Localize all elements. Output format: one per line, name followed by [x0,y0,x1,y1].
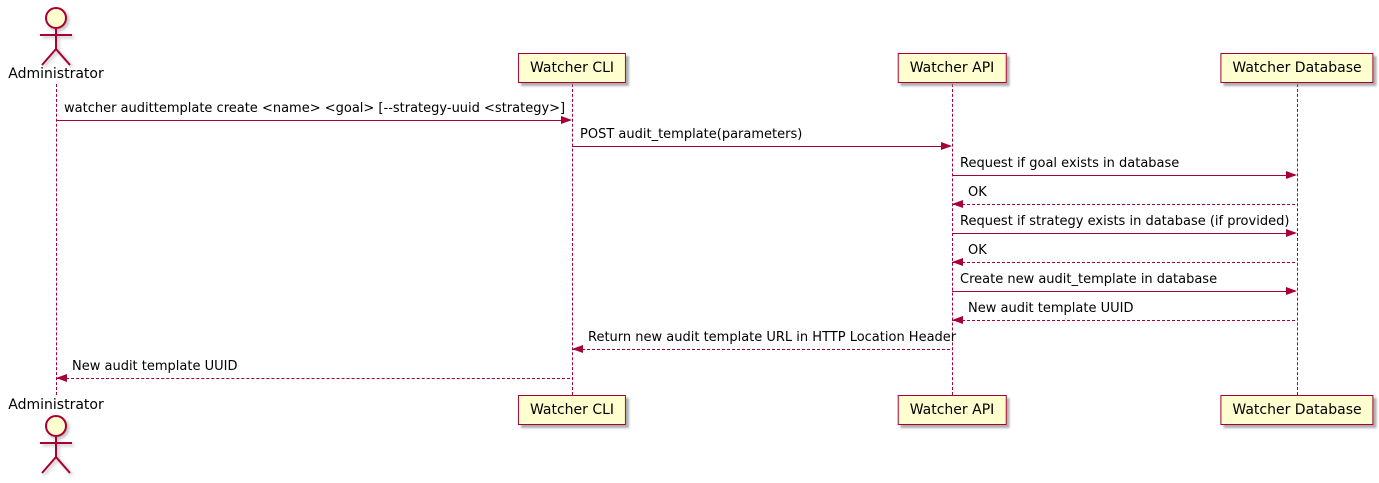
message-line-8 [952,320,1295,321]
message-line-5 [952,233,1295,234]
lifeline-administrator [56,84,57,395]
message-arrowhead-6 [952,258,963,266]
message-label-8: New audit template UUID [968,301,1134,316]
participant-box-watcher-api-bottom: Watcher API [897,395,1007,425]
lifeline-watcher-api [952,84,953,395]
message-arrowhead-9 [572,345,583,353]
message-line-3 [952,175,1295,176]
message-label-1: watcher audittemplate create <name> <goa… [64,101,566,116]
message-label-4: OK [968,185,987,200]
actor-label-bottom: Administrator [8,397,104,413]
participant-box-watcher-cli-top: Watcher CLI [517,53,627,83]
actor-label-top: Administrator [8,66,104,82]
participant-box-watcher-database-bottom: Watcher Database [1220,395,1374,425]
message-arrowhead-10 [56,374,67,382]
message-line-2 [572,146,950,147]
message-label-9: Return new audit template URL in HTTP Lo… [588,330,957,345]
lifeline-watcher-cli [572,84,573,395]
message-line-7 [952,291,1295,292]
message-arrowhead-1 [561,116,572,124]
message-arrowhead-2 [941,142,952,150]
message-line-4 [952,204,1295,205]
message-label-2: POST audit_template(parameters) [580,127,803,142]
participant-box-watcher-cli-bottom: Watcher CLI [517,395,627,425]
actor-icon-bottom [40,415,72,474]
message-arrowhead-7 [1286,287,1297,295]
message-label-3: Request if goal exists in database [960,156,1180,171]
message-label-6: OK [968,243,987,258]
message-label-10: New audit template UUID [72,359,238,374]
message-line-9 [572,349,950,350]
message-arrowhead-3 [1286,171,1297,179]
lifeline-watcher-database [1297,84,1298,395]
message-arrowhead-4 [952,200,963,208]
participant-box-watcher-database-top: Watcher Database [1220,53,1374,83]
message-line-6 [952,262,1295,263]
message-line-1 [56,120,570,121]
message-arrowhead-8 [952,316,963,324]
message-label-5: Request if strategy exists in database (… [960,214,1290,229]
message-arrowhead-5 [1286,229,1297,237]
message-line-10 [56,378,570,379]
message-label-7: Create new audit_template in database [960,272,1218,287]
participant-box-watcher-api-top: Watcher API [897,53,1007,83]
actor-icon-top [40,7,72,66]
